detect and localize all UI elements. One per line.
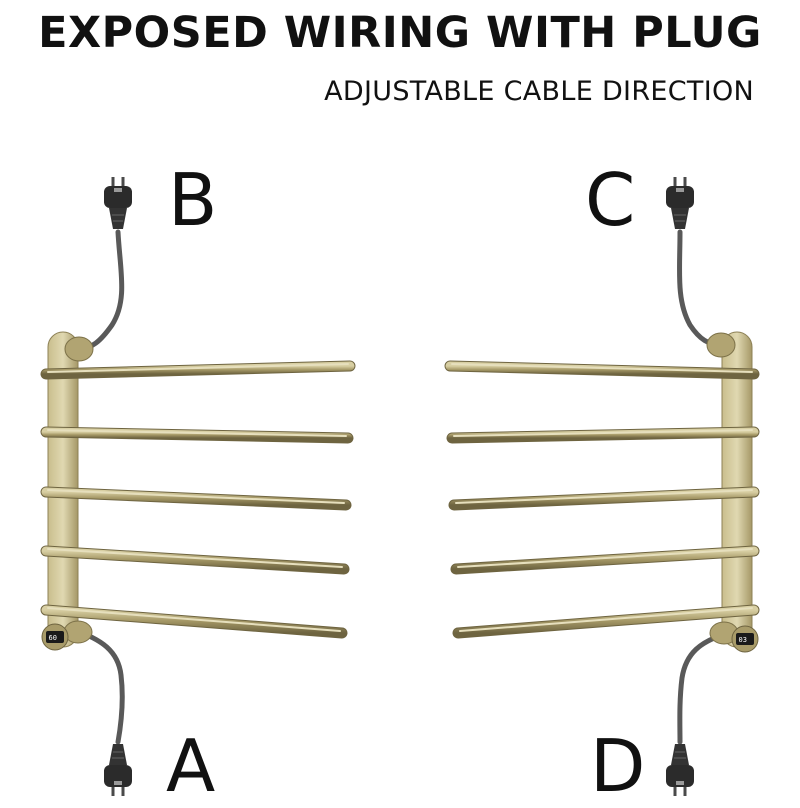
- variant-label-c: C: [585, 158, 636, 242]
- right-top-hub: [706, 332, 736, 358]
- left-bar-5: [40, 604, 348, 639]
- left-bar-1: [40, 360, 356, 380]
- left-towel-rack: 60: [40, 177, 356, 796]
- right-towel-rack: 03: [444, 177, 760, 796]
- left-bar-4: [40, 545, 350, 575]
- plug-d-icon: [666, 744, 694, 796]
- cable-b: [75, 229, 125, 353]
- cable-d: [677, 632, 725, 745]
- right-bar-1: [444, 360, 760, 380]
- left-display-value: 60: [49, 634, 57, 642]
- plug-a-icon: [104, 744, 132, 796]
- right-bar-3: [448, 486, 760, 511]
- cable-a: [77, 629, 125, 745]
- left-bar-2: [40, 426, 354, 444]
- right-display: [736, 633, 754, 645]
- right-display-value: 03: [739, 636, 747, 644]
- right-bar-2: [446, 426, 760, 444]
- page-subtitle: ADJUSTABLE CABLE DIRECTION: [324, 76, 754, 107]
- variant-label-d: D: [590, 724, 646, 808]
- left-top-hub: [64, 336, 94, 362]
- cable-c: [676, 229, 725, 349]
- right-bar-5: [452, 604, 760, 639]
- right-bar-4: [450, 545, 760, 575]
- plug-c-icon: [666, 177, 694, 229]
- variant-label-a: A: [166, 724, 216, 808]
- plug-b-icon: [104, 177, 132, 229]
- variant-label-b: B: [168, 158, 218, 242]
- page-title: EXPOSED WIRING WITH PLUG: [38, 8, 762, 58]
- left-bar-3: [40, 486, 352, 511]
- left-display: [46, 631, 64, 643]
